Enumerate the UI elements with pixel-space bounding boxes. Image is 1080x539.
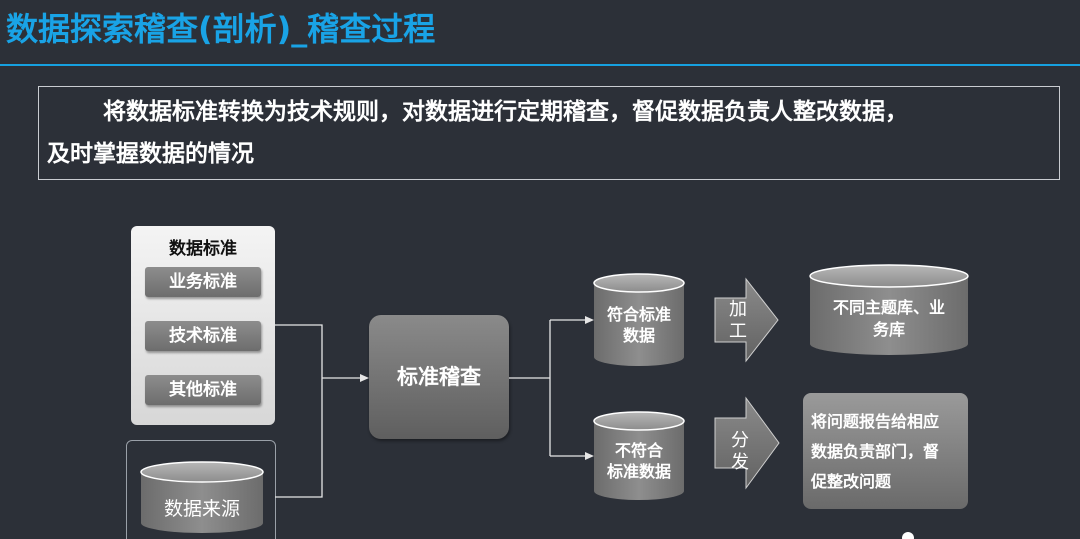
report-node: 将问题报告给相应 数据负责部门，督 促整改问题 [803, 393, 968, 509]
page-title: 数据探索稽查(剖析)_稽查过程 [6, 10, 436, 48]
target-db-label: 不同主题库、业 务库 [812, 297, 966, 341]
compliant-data-line-2: 数据 [622, 326, 655, 345]
business-standard-node: 业务标准 [145, 267, 261, 297]
compliant-data-label: 符合标准 数据 [594, 304, 684, 346]
data-source-label: 数据来源 [163, 498, 240, 520]
report-line-3: 促整改问题 [811, 472, 892, 491]
report-line-1: 将问题报告给相应 [811, 412, 940, 431]
intro-line-1: 将数据标准转换为技术规则，对数据进行定期稽查，督促数据负责人整改数据， [103, 99, 908, 125]
compliant-data-line-1: 符合标准 [606, 305, 671, 324]
title-divider [0, 64, 1080, 66]
noncompliant-data-label: 不符合 标准数据 [594, 440, 684, 482]
decorative-dot [902, 532, 914, 539]
target-db-line-2: 务库 [872, 320, 905, 339]
distribute-arrow-char-1: 分 [731, 430, 749, 451]
noncompliant-data-line-1: 不符合 [614, 441, 663, 460]
process-arrow-char-2: 工 [729, 321, 747, 342]
intro-box: 将数据标准转换为技术规则，对数据进行定期稽查，督促数据负责人整改数据， 及时掌握… [38, 86, 1060, 180]
intro-line-2: 及时掌握数据的情况 [47, 141, 254, 167]
report-line-2: 数据负责部门，督 [811, 442, 940, 461]
arrowhead-noncompliant [585, 452, 594, 460]
process-arrow-char-1: 加 [729, 299, 747, 320]
process-arrow-label: 加 工 [727, 299, 749, 343]
arrowhead-compliant [585, 316, 594, 324]
other-standard-node: 其他标准 [145, 375, 261, 405]
standard-check-node: 标准稽查 [369, 315, 509, 439]
arrowhead-check [360, 374, 369, 382]
data-source-panel [126, 440, 276, 539]
connector-standards-source [275, 324, 323, 498]
target-db-line-1: 不同主题库、业 [832, 298, 945, 317]
noncompliant-data-line-2: 标准数据 [606, 462, 671, 481]
distribute-arrow-label: 分 发 [729, 430, 751, 474]
data-standards-title: 数据标准 [169, 239, 237, 259]
data-standards-panel: 数据标准 业务标准 技术标准 其他标准 [131, 226, 275, 425]
technical-standard-node: 技术标准 [145, 321, 261, 351]
distribute-arrow-char-2: 发 [731, 452, 749, 473]
